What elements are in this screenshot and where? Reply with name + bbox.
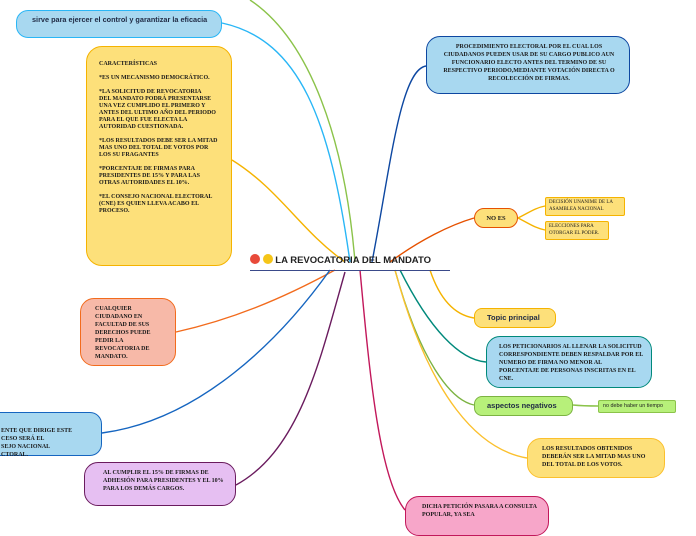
node-no-es-text: NO ES: [486, 215, 506, 222]
node-caracteristicas[interactable]: CARACTERÍSTICAS *ES UN MECANISMO DEMOCRÁ…: [86, 46, 232, 266]
node-control-text: sirve para ejercer el control y garantiz…: [32, 15, 208, 24]
connector-dicha: [359, 269, 406, 511]
connector-procedimiento: [371, 65, 427, 263]
node-al-cumplir-text: AL CUMPLIR EL 15% DE FIRMAS DE ADHESIÓN …: [103, 470, 224, 492]
connector-aspectos: [394, 269, 475, 406]
connector-no-debe: [572, 404, 599, 407]
node-no-es[interactable]: NO ES: [474, 208, 518, 228]
connector-top-green: [249, 0, 356, 263]
node-procedimiento-text: PROCEDIMIENTO ELECTORAL POR EL CUAL LOS …: [443, 44, 615, 82]
grinning-emoji-icon: [262, 254, 273, 264]
node-aspectos-negativos-text: aspectos negativos: [487, 401, 557, 410]
connector-no-es: [389, 217, 475, 263]
node-resultados[interactable]: LOS RESULTADOS OBTENIDOS DEBERÁN SER LA …: [527, 438, 665, 478]
node-peticionarios-text: LOS PETICIONARIOS AL LLENAR LA SOLICITUD…: [499, 344, 643, 382]
node-ente-text: ENTE QUE DIRIGE ESTE CESO SERÁ EL SEJO N…: [1, 428, 73, 458]
connector-peticionarios: [399, 269, 487, 363]
central-topic[interactable]: LA REVOCATORIA DEL MANDATO: [250, 254, 450, 271]
node-elecciones[interactable]: ELECCIONES PARA OTORGAR EL PODER.: [545, 221, 609, 240]
node-peticionarios[interactable]: LOS PETICIONARIOS AL LLENAR LA SOLICITUD…: [486, 336, 652, 388]
connector-caracteristicas: [231, 159, 346, 263]
connector-topic: [429, 269, 475, 319]
node-al-cumplir[interactable]: AL CUMPLIR EL 15% DE FIRMAS DE ADHESIÓN …: [84, 462, 236, 506]
connector-cualquier: [175, 269, 336, 333]
heart-eyes-emoji-icon: [250, 254, 260, 264]
connector-elecciones: [517, 217, 546, 231]
connector-ente: [101, 269, 331, 434]
node-cualquier[interactable]: CUALQUIER CIUDADANO EN FACULTAD DE SUS D…: [80, 298, 176, 366]
node-resultados-text: LOS RESULTADOS OBTENIDOS DEBERÁN SER LA …: [542, 446, 646, 468]
node-topic-principal[interactable]: Topic principal: [474, 308, 556, 328]
node-ente[interactable]: ENTE QUE DIRIGE ESTE CESO SERÁ EL SEJO N…: [0, 412, 102, 458]
node-caracteristicas-text: CARACTERÍSTICAS *ES UN MECANISMO DEMOCRÁ…: [99, 61, 218, 214]
connector-al-cumplir: [235, 271, 346, 486]
connector-decision: [517, 205, 546, 219]
node-dicha-text: DICHA PETICIÓN PASARA A CONSULTA POPULAR…: [422, 504, 537, 518]
node-dicha[interactable]: DICHA PETICIÓN PASARA A CONSULTA POPULAR…: [405, 496, 549, 536]
node-elecciones-text: ELECCIONES PARA OTORGAR EL PODER.: [549, 224, 600, 236]
connector-resultados: [394, 269, 528, 459]
node-no-debe-text: no debe haber un tiempo: [603, 403, 663, 409]
node-decision-text: DECISIÓN UNANIME DE LA ASAMBLEA NACIONAL: [549, 200, 613, 212]
connector-control: [221, 22, 351, 263]
mind-map-connectors: [101, 0, 599, 511]
node-decision[interactable]: DECISIÓN UNANIME DE LA ASAMBLEA NACIONAL: [545, 197, 625, 216]
node-control[interactable]: sirve para ejercer el control y garantiz…: [16, 10, 222, 38]
node-procedimiento[interactable]: PROCEDIMIENTO ELECTORAL POR EL CUAL LOS …: [426, 36, 630, 94]
node-cualquier-text: CUALQUIER CIUDADANO EN FACULTAD DE SUS D…: [95, 306, 151, 360]
node-topic-principal-text: Topic principal: [487, 313, 540, 322]
node-no-debe[interactable]: no debe haber un tiempo: [598, 400, 676, 413]
central-topic-title: LA REVOCATORIA DEL MANDATO: [275, 255, 431, 266]
node-aspectos-negativos[interactable]: aspectos negativos: [474, 396, 573, 416]
